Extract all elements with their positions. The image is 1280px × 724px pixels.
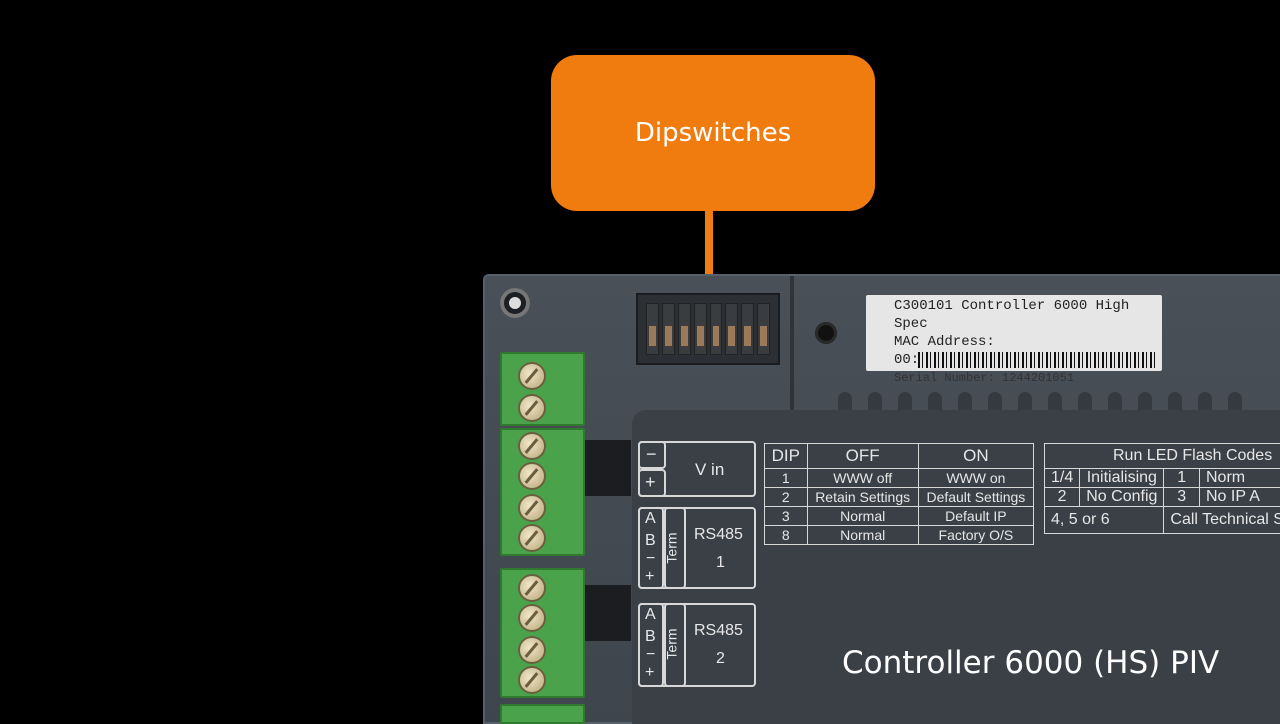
dip-off-value: Retain Settings	[807, 488, 918, 507]
rs485-1-term: Term	[664, 532, 680, 563]
led-code: 1/4	[1045, 469, 1080, 488]
off-header: OFF	[807, 444, 918, 469]
product-name: Controller 6000 (HS) PIV	[842, 645, 1219, 681]
rs485-1-b: B	[645, 532, 656, 550]
dip-switch	[678, 303, 691, 355]
rs485-2-term: Term	[664, 628, 680, 659]
dip-on-value: Default IP	[918, 507, 1033, 526]
dip-on-value: Factory O/S	[918, 526, 1033, 545]
dip-switch	[725, 303, 738, 355]
terminal-block-power	[500, 352, 585, 426]
terminal-screw	[520, 464, 544, 488]
table-row: 4, 5 or 6 Call Technical Sup	[1045, 507, 1280, 534]
dip-switch	[710, 303, 723, 355]
terminal-screw	[520, 526, 544, 550]
table-row: 1 WWW off WWW on	[765, 469, 1034, 488]
board-seam	[790, 276, 794, 411]
dip-switch	[694, 303, 707, 355]
dip-number: 3	[765, 507, 808, 526]
terminal-screw	[520, 396, 544, 420]
connector-socket	[585, 440, 631, 496]
dip-switch	[741, 303, 754, 355]
table-row: 2 No Config 3 No IP A	[1045, 488, 1280, 507]
led-meaning: Initialising	[1080, 469, 1164, 488]
mounting-hole	[500, 288, 530, 318]
led-meaning: Norm	[1199, 469, 1280, 488]
terminal-block-extra	[500, 704, 585, 724]
barcode	[918, 352, 1158, 368]
label-model: C300101 Controller 6000 High Spec	[894, 297, 1134, 333]
terminal-screw	[520, 434, 544, 458]
led-flash-codes-table: Run LED Flash Codes 1/4 Initialising 1 N…	[1044, 443, 1280, 534]
rs485-2-b: B	[645, 628, 656, 646]
terminal-screw	[520, 668, 544, 692]
led-code: 1	[1164, 469, 1200, 488]
terminal-screw	[520, 364, 544, 388]
dip-off-value: WWW off	[807, 469, 918, 488]
table-row: 8 Normal Factory O/S	[765, 526, 1034, 545]
led-meaning: Call Technical Sup	[1164, 507, 1280, 534]
rs485-1-plus: +	[645, 568, 654, 586]
connector-socket	[585, 585, 631, 641]
table-row: 3 Normal Default IP	[765, 507, 1034, 526]
on-header: ON	[918, 444, 1033, 469]
led-code: 3	[1164, 488, 1200, 507]
dip-off-value: Normal	[807, 507, 918, 526]
dip-off-value: Normal	[807, 526, 918, 545]
vin-label: V in	[695, 460, 724, 480]
vin-plus: +	[645, 472, 656, 493]
dip-switch	[646, 303, 659, 355]
terminal-screw	[520, 638, 544, 662]
dip-on-value: WWW on	[918, 469, 1033, 488]
table-row: 2 Retain Settings Default Settings	[765, 488, 1034, 507]
led-table-title: Run LED Flash Codes	[1045, 444, 1280, 469]
dip-header: DIP	[765, 444, 808, 469]
led-table-title-row: Run LED Flash Codes	[1045, 444, 1280, 469]
dip-table-header: DIP OFF ON	[765, 444, 1034, 469]
dip-number: 2	[765, 488, 808, 507]
dip-on-value: Default Settings	[918, 488, 1033, 507]
status-led	[815, 322, 837, 344]
rs485-2-number: 2	[716, 650, 725, 668]
dipswitches-callout: Dipswitches	[551, 55, 875, 211]
dip-number: 8	[765, 526, 808, 545]
terminal-block-rs485-1	[500, 428, 585, 556]
label-serial: Serial Number: 1244201051	[894, 369, 1134, 387]
dip-switch	[757, 303, 770, 355]
rs485-2-a: A	[645, 606, 656, 624]
table-row: 1/4 Initialising 1 Norm	[1045, 469, 1280, 488]
rs485-1-a: A	[645, 510, 656, 528]
rs485-2-plus: +	[645, 664, 654, 682]
rs485-2-minus: −	[646, 646, 655, 664]
led-meaning: No IP A	[1199, 488, 1280, 507]
dip-settings-table: DIP OFF ON 1 WWW off WWW on 2 Retain Set…	[764, 443, 1034, 545]
rs485-1-label: RS485	[694, 526, 743, 544]
vin-minus: −	[646, 444, 657, 465]
dipswitch-block	[636, 293, 780, 365]
terminal-screw	[520, 606, 544, 630]
callout-text: Dipswitches	[635, 118, 791, 148]
rs485-1-minus: −	[646, 550, 655, 568]
led-meaning: No Config	[1080, 488, 1164, 507]
terminal-screw	[520, 576, 544, 600]
dip-number: 1	[765, 469, 808, 488]
led-code: 4, 5 or 6	[1045, 507, 1164, 534]
terminal-block-rs485-2	[500, 568, 585, 698]
terminal-screw	[520, 496, 544, 520]
dip-switch	[662, 303, 675, 355]
rs485-2-label: RS485	[694, 622, 743, 640]
rs485-1-number: 1	[716, 554, 725, 572]
led-code: 2	[1045, 488, 1080, 507]
